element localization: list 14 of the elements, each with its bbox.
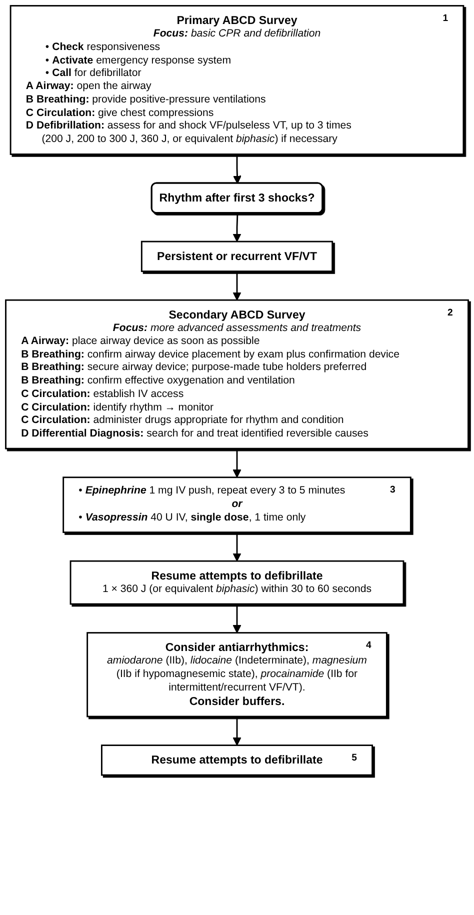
node-box: Persistent or recurrent VF/VT (140, 240, 334, 272)
node-box: Primary ABCD Survey 1 Focus: basic CPR and defibrillation • Check responsiveness • Activate emergency response system • Call for defibrillator A Airway: open the airway B Breathing: provide positive-pressure ventilations C Circulation: give chest compressions D Defibrillation: assess for and shock VF/pulseless VT, up to 3 times (200 J, 200 to 300 J, 360 J, or equivalent biphasic) if necessary (10, 5, 464, 155)
node-box: Consider antiarrhythmics: 4 amiodarone (IIb), lidocaine (Indeterminate), magnesium (IIb if hypomagnesemic state), procainamide (IIb for intermittent/recurrent VF/VT). Consider buffers. (86, 632, 388, 718)
node-box: • Epinephrine 1 mg IV push, repeat every 3 to 5 minutes 3 or • Vasopressin 40 U IV, single dose, 1 time only (62, 476, 412, 533)
arrow (232, 532, 242, 562)
arrow (232, 271, 242, 300)
node-box: Resume attempts to defibrillate 5 (101, 744, 374, 776)
arrow (232, 604, 242, 634)
arrow (232, 448, 242, 478)
arrow (232, 213, 242, 242)
arrow (233, 154, 242, 184)
node-box: Secondary ABCD Survey 2 Focus: more advanced assessments and treatments A Airway: place airway device as soon as possible B Breathing: confirm airway device placement by exam plus confirmation device B Breathing: secure airway device; purpose-made tube holders preferred B Breathing: confirm effective oxygenation and ventilation C Circulation: establish IV access C Circulation: identify rhythm → monitor C Circulation: administer drugs appropriate for rhythm and condition D Differential Diagnosis: search for and treat identified reversible causes (5, 299, 469, 450)
node-box: Resume attempts to defibrillate 1 × 360 J (or equivalent biphasic) within 30 to 60 seconds (70, 560, 404, 605)
arrow (232, 716, 242, 746)
